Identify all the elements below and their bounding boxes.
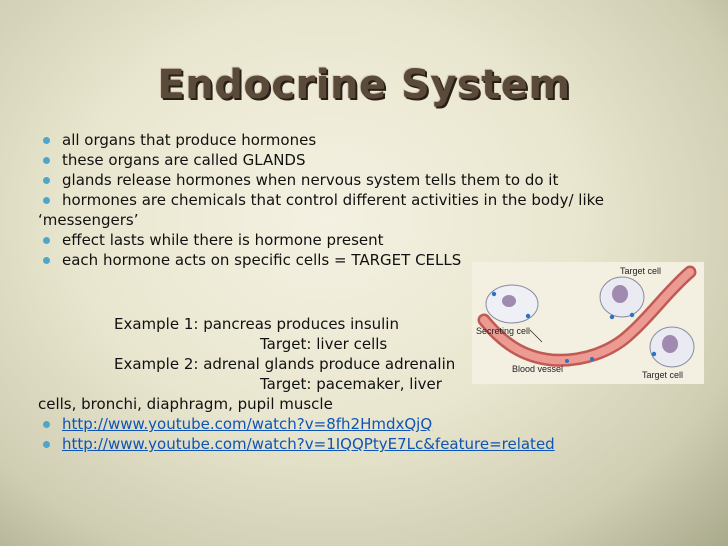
diagram-svg: Target cell Secreting cell Blood vessel … — [472, 262, 704, 384]
youtube-link-1[interactable]: http://www.youtube.com/watch?v=8fh2HmdxQ… — [62, 415, 433, 433]
label-target-cell-bottom: Target cell — [642, 370, 683, 380]
target-cell-bottom-nucleus — [662, 335, 678, 353]
slide-title: Endocrine System — [157, 62, 571, 108]
bullet-item: glands release hormones when nervous sys… — [38, 170, 678, 190]
label-pointer — [529, 329, 543, 343]
hormone-dot — [590, 357, 594, 361]
bullet-item: each hormone acts on specific cells = TA… — [38, 250, 678, 270]
hormone-diagram: Target cell Secreting cell Blood vessel … — [472, 262, 704, 384]
hormone-dot — [609, 314, 615, 320]
bullet-item: all organs that produce hormones — [38, 130, 678, 150]
label-blood-vessel: Blood vessel — [512, 364, 563, 374]
label-target-cell-top: Target cell — [620, 266, 661, 276]
hormone-dot — [629, 312, 635, 318]
bullet-continuation: ‘messengers’ — [38, 211, 139, 229]
example-1-target: Target: liver cells — [260, 335, 388, 353]
blood-vessel-inner — [480, 268, 694, 365]
example-2-continuation: cells, bronchi, diaphragm, pupil muscle — [38, 395, 333, 413]
example-2-target: Target: pacemaker, liver — [260, 375, 442, 393]
target-cell-top-nucleus — [612, 285, 628, 303]
example-2: Example 2: adrenal glands produce adrena… — [114, 355, 456, 373]
link-bullet: http://www.youtube.com/watch?v=1IQQPtyE7… — [38, 434, 678, 454]
bullet-item: these organs are called GLANDS — [38, 150, 678, 170]
secreting-cell-nucleus — [502, 295, 516, 307]
label-secreting-cell: Secreting cell — [476, 326, 530, 336]
example-1: Example 1: pancreas produces insulin — [114, 315, 399, 333]
youtube-link-2[interactable]: http://www.youtube.com/watch?v=1IQQPtyE7… — [62, 435, 555, 453]
bullet-item: hormones are chemicals that control diff… — [38, 190, 678, 210]
hormone-dot — [525, 313, 531, 319]
hormone-dot — [651, 351, 657, 357]
slide-body: all organs that produce hormones these o… — [38, 130, 678, 454]
bullet-item: effect lasts while there is hormone pres… — [38, 230, 678, 250]
link-bullet: http://www.youtube.com/watch?v=8fh2HmdxQ… — [38, 414, 678, 434]
hormone-dot — [565, 359, 569, 363]
hormone-dot — [491, 291, 497, 297]
